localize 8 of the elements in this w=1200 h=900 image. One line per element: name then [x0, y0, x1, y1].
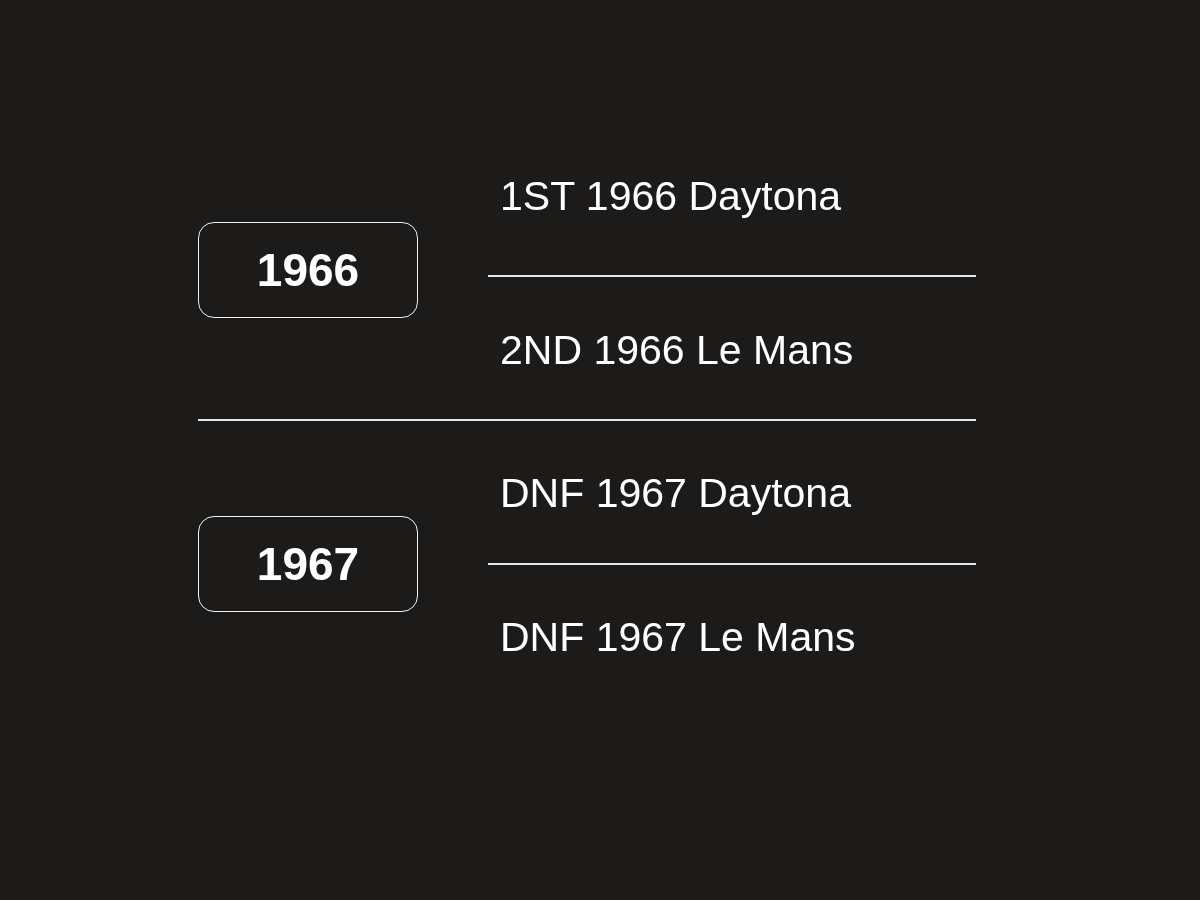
race-result-text: 2ND 1966 Le Mans — [500, 326, 854, 374]
race-result-text: DNF 1967 Le Mans — [500, 613, 856, 661]
race-result-text: DNF 1967 Daytona — [500, 469, 851, 517]
year-box — [198, 516, 418, 612]
race-result-text: 1ST 1966 Daytona — [500, 172, 842, 220]
year-box — [198, 222, 418, 318]
year-label: 1967 — [256, 541, 360, 587]
year-label: 1966 — [256, 247, 360, 293]
